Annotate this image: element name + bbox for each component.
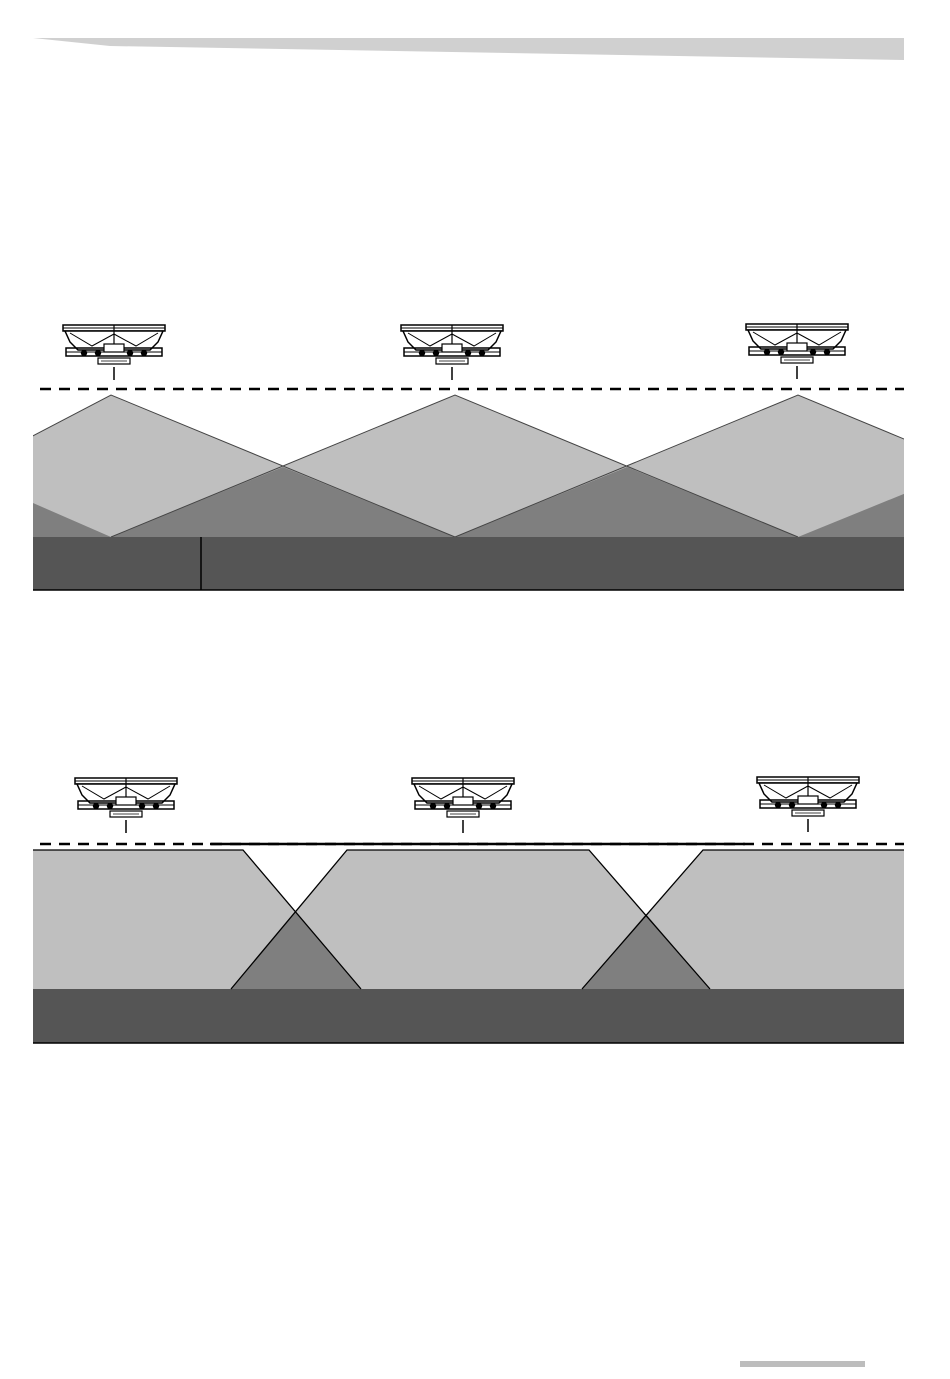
spreader-icon	[746, 324, 848, 379]
header-band	[33, 38, 904, 60]
spreader-icon	[63, 325, 165, 380]
top-diagram	[0, 324, 950, 590]
spreader-icon	[75, 778, 177, 833]
bottom-ground-bar	[33, 989, 904, 1043]
bottom-diagram	[20, 777, 920, 1043]
top-ground-bar	[33, 537, 904, 590]
footer-bar	[740, 1361, 865, 1367]
spreader-icon	[757, 777, 859, 832]
spreader-icon	[401, 325, 503, 380]
spreader-icon	[412, 778, 514, 833]
